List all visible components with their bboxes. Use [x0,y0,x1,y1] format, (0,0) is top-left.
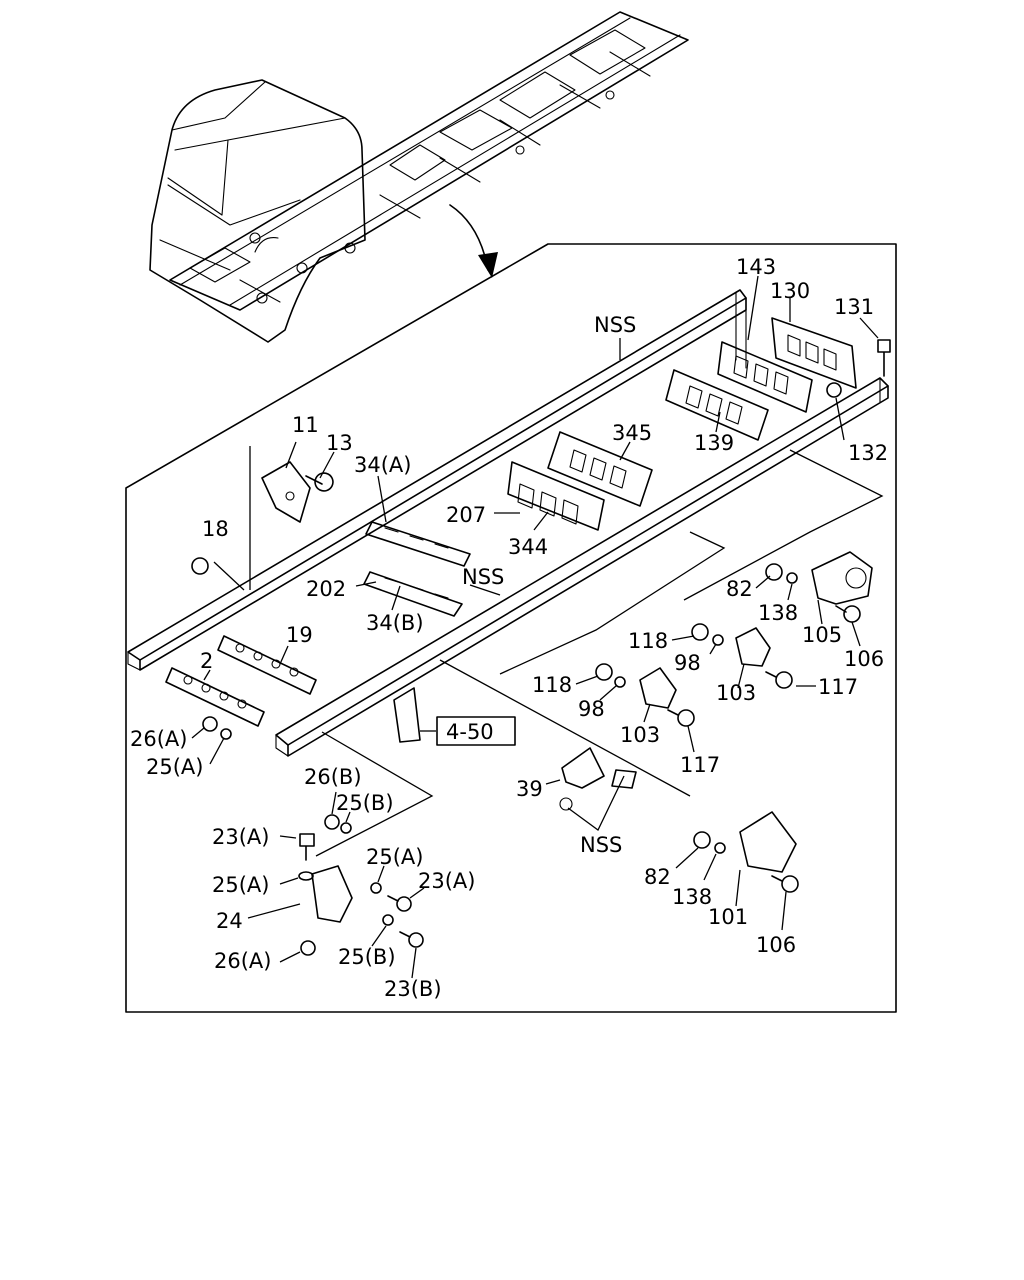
bracket-101 [739,811,797,873]
label-23a-right: 23(A) [418,869,475,893]
label-34b: 34(B) [366,611,424,635]
bracket-24 [311,865,353,923]
label-106-bottom: 106 [756,933,796,957]
nut-82-top [765,563,783,581]
leader-lines [191,275,884,979]
bolt-23a-right [387,895,412,912]
crossmember-34b [363,571,463,617]
washer-138-bottom [714,842,726,854]
washer-138-top [786,572,798,584]
label-106-top: 106 [844,647,884,671]
label-138-top: 138 [758,601,798,625]
label-131: 131 [834,295,874,319]
label-344: 344 [508,535,548,559]
washer-98-lower [614,676,626,688]
label-202: 202 [306,577,346,601]
washer-132 [826,382,842,398]
diagram-frame [125,243,897,1013]
label-39: 39 [516,777,543,801]
label-19: 19 [286,623,313,647]
label-25a-left: 25(A) [212,873,269,897]
nut-26a-bottom [300,940,316,956]
crossmember-34a [365,521,471,567]
bracket-11 [261,461,311,523]
nut-26b [324,814,340,830]
label-103-b: 103 [620,723,660,747]
washer-98-upper [712,634,724,646]
left-frame-rail [127,289,747,671]
part-labels: 143 130 131 NSS 132 345 139 11 13 34(A) … [130,255,888,1001]
label-98-b: 98 [578,697,605,721]
label-118-a: 118 [628,629,668,653]
label-132: 132 [848,441,888,465]
label-23b: 23(B) [384,977,442,1001]
crossmember-344 [507,461,605,531]
label-nss-bottom: NSS [580,833,622,857]
bolt-117-lower [667,709,695,727]
label-103-a: 103 [716,681,756,705]
crossmember-139 [665,369,769,441]
nut-82-bottom [693,831,711,849]
label-130: 130 [770,279,810,303]
label-34a: 34(A) [354,453,411,477]
washer-25a-mid [370,882,382,894]
label-25a-mid: 25(A) [366,845,423,869]
label-25b-top: 25(B) [336,791,394,815]
bolt-23b [399,931,424,948]
label-13: 13 [326,431,353,455]
washer-25a-top [220,728,232,740]
label-24: 24 [216,909,243,933]
nut-118-lower [595,663,613,681]
label-117-b: 117 [680,753,720,777]
right-frame-rail [275,377,889,757]
truck-overview-illustration [149,11,689,343]
label-23a-top: 23(A) [212,825,269,849]
label-25a-top: 25(A) [146,755,203,779]
washer-25a-left [298,871,314,881]
bolt-117-upper [765,671,793,689]
bracket-105 [811,551,873,605]
label-nss-top: NSS [594,313,636,337]
crossmember-19 [217,635,317,695]
label-117-a: 117 [818,675,858,699]
label-105: 105 [802,623,842,647]
crossmember-130 [771,317,857,389]
label-82-bottom: 82 [644,865,671,889]
bolt-131 [877,339,891,377]
nut-118-upper [691,623,709,641]
label-101: 101 [708,905,748,929]
label-139: 139 [694,431,734,455]
label-2: 2 [200,649,213,673]
bolt-23a-top [299,833,315,861]
bracket-103-lower [639,667,677,709]
label-98-a: 98 [674,651,701,675]
label-25b-bottom: 25(B) [338,945,396,969]
label-26a-top: 26(A) [130,727,187,751]
crossmember-2 [165,667,265,727]
label-143: 143 [736,255,776,279]
bolt-106-top [835,605,861,623]
nut-18 [191,557,209,575]
crossmember-143 [717,341,813,413]
label-26a-bottom: 26(A) [214,949,271,973]
label-ref-4-50: 4-50 [446,720,494,744]
label-138-bottom: 138 [672,885,712,909]
bracket-103-upper [735,627,771,667]
label-82-top: 82 [726,577,753,601]
bracket-4-50 [393,687,421,743]
label-26b: 26(B) [304,765,362,789]
washer-25b-bottom [382,914,394,926]
label-11: 11 [292,413,319,437]
bracket-39 [559,747,637,811]
reference-box-4-50 [436,716,516,746]
bolt-106-bottom [771,875,799,893]
label-207: 207 [446,503,486,527]
label-118-b: 118 [532,673,572,697]
nut-26a-top [202,716,218,732]
label-18: 18 [202,517,229,541]
washer-25b-top [340,822,352,834]
label-345: 345 [612,421,652,445]
label-nss-mid: NSS [462,565,504,589]
